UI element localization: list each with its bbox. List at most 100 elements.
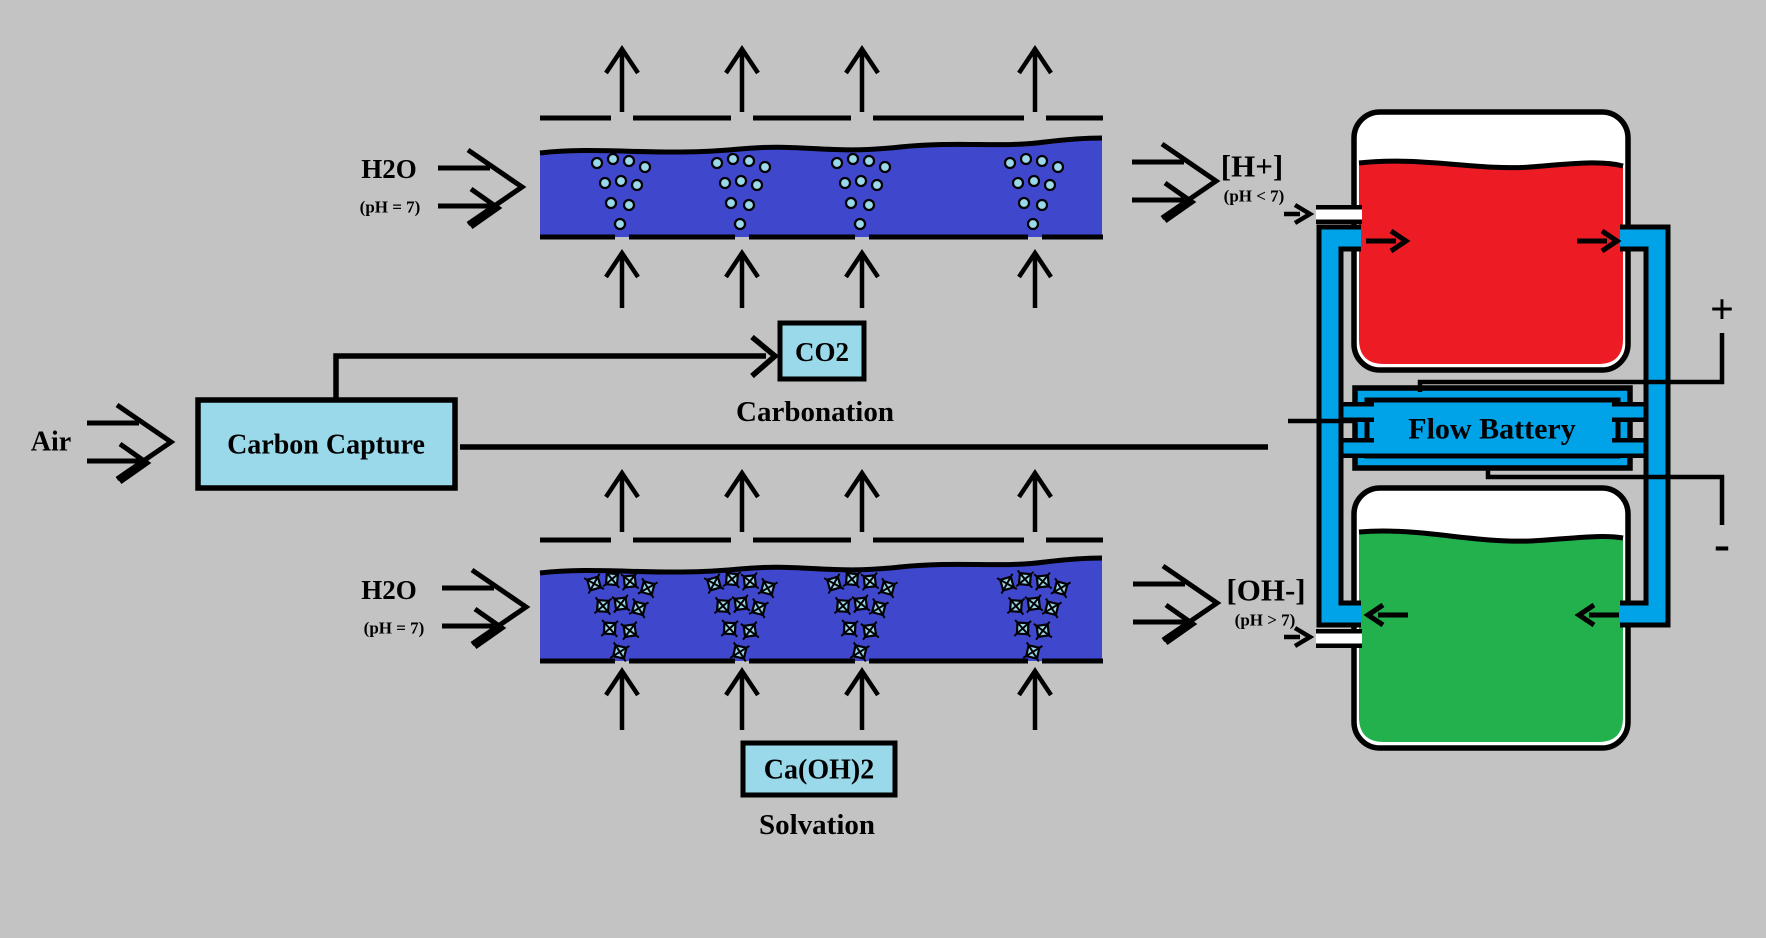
co2-bubble-icon — [710, 156, 724, 170]
h2o-bottom-ph-label: (pH = 7) — [364, 619, 425, 638]
co2-bubble-icon — [1003, 156, 1017, 170]
h-plus-arrow-icon — [1132, 141, 1221, 224]
tank-pipe-opening-edge — [1345, 246, 1361, 252]
co2-connector-line — [333, 353, 766, 400]
caoh2-box — [740, 740, 898, 798]
flow-right-arrow-icon — [1577, 228, 1622, 254]
tank-pipe-openings — [1345, 224, 1632, 628]
caoh2-particle-icon — [628, 598, 650, 619]
acid-liquid-surface-line — [1358, 158, 1624, 171]
caoh2-particle-icon — [637, 577, 659, 599]
battery-port-edge — [1612, 417, 1650, 422]
co2-bubble-icon — [844, 196, 858, 210]
co2-bubble-icon — [604, 196, 618, 210]
caoh2-particle-icon — [620, 571, 640, 591]
caoh2-label: Ca(OH)2 — [764, 755, 874, 786]
co2-bubble-icon — [718, 176, 732, 190]
up-arrow-icon — [724, 44, 760, 112]
up-arrow-icon — [604, 44, 640, 112]
up-arrow-icon — [844, 44, 880, 112]
h2o-bottom-label: H2O — [361, 575, 417, 605]
battery-port — [1612, 406, 1650, 418]
up-arrow-icon — [1017, 248, 1053, 308]
co2-bubble-icon — [726, 152, 740, 166]
caoh2-particle-icon — [996, 573, 1018, 594]
co2-bubble-icon — [846, 152, 860, 166]
caoh2-particle-icon — [729, 641, 750, 663]
co2-bubble-icon — [1051, 160, 1065, 174]
co2-bubble-icon — [1043, 178, 1057, 192]
battery-port — [1336, 442, 1374, 454]
up-arrow-icon — [724, 248, 760, 308]
tank-pipe-opening-edge — [1345, 622, 1361, 628]
battery-port-edge — [1612, 453, 1650, 458]
pipe-flow-arrows — [1284, 203, 1315, 648]
inlet-arrow-icon — [1284, 203, 1315, 225]
tank-pipe-opening-edge — [1620, 246, 1632, 252]
positive-terminal-label: + — [1710, 287, 1734, 333]
caoh2-particle-icon — [840, 619, 859, 638]
inlet-pipe-edge — [1316, 643, 1362, 648]
carbon-capture-label: Carbon Capture — [227, 430, 425, 461]
caoh2-particle-icon — [740, 621, 760, 641]
caoh2-particle-icon — [583, 573, 605, 594]
up-arrow-icon — [604, 248, 640, 308]
caoh2-particle-icon — [703, 573, 725, 594]
battery-port-edge — [1336, 402, 1374, 407]
co2-bubble-icon — [1017, 196, 1031, 210]
h-plus-label: [H+] — [1221, 149, 1283, 184]
base-inlet-pipe — [1316, 633, 1362, 644]
flow-battery-inner-border — [1364, 397, 1621, 459]
tank-pipe-opening — [1620, 229, 1632, 247]
caoh2-particle-icon — [722, 569, 742, 589]
caoh2-particle-icon — [600, 619, 619, 638]
caoh2-particle-icon — [593, 596, 613, 616]
co2-bubble-icon — [862, 198, 876, 212]
oh-minus-ph-label: (pH > 7) — [1235, 611, 1296, 630]
caoh2-particle-icon — [1022, 641, 1043, 663]
battery-port — [1612, 442, 1650, 454]
co2-bubble-icon — [853, 217, 867, 231]
co2-bubble-icon — [613, 217, 627, 231]
catholyte-tank — [1351, 109, 1631, 373]
acid-inlet-pipe — [1316, 209, 1362, 220]
co2-bubble-icon — [742, 154, 756, 168]
base-liquid-surface-line — [1358, 528, 1624, 544]
h2o-top-label: H2O — [361, 154, 417, 184]
caoh2-particle-icon — [1033, 621, 1053, 641]
caoh2-particle-icon — [877, 577, 899, 599]
battery-port-edge — [1612, 402, 1650, 407]
tank-pipe-opening-edge — [1620, 600, 1632, 606]
flow-left-arrow-icon — [1574, 602, 1619, 628]
caoh2-particle-icon — [1015, 569, 1035, 589]
up-arrow-icon — [844, 468, 880, 532]
co2-bubble-icon — [1035, 154, 1049, 168]
co2-bubble-icon — [862, 154, 876, 168]
h-plus-ph-label: (pH < 7) — [1224, 187, 1285, 206]
inlet-pipe-edge — [1316, 219, 1362, 224]
caoh2-particle-icon — [620, 621, 640, 641]
tank-pipe-opening — [1345, 605, 1361, 623]
solvation-channel — [539, 537, 1103, 664]
up-arrow-icon — [1017, 468, 1053, 532]
oh-minus-label: [OH-] — [1226, 573, 1305, 608]
right-pipe — [1620, 229, 1666, 623]
tank-pipe-opening-edge — [1620, 224, 1632, 230]
co2-bubble-icon — [758, 160, 772, 174]
caoh2-particle-icon — [731, 594, 751, 614]
channel-water — [540, 138, 1102, 237]
co2-bubble-icon — [638, 160, 652, 174]
co2-bubble-icon — [870, 178, 884, 192]
water-surface-line — [539, 555, 1103, 576]
caoh2-particle-icon — [823, 573, 845, 594]
co2-connector-arrowhead-icon — [750, 334, 780, 379]
carbonation-label: Carbonation — [736, 396, 894, 428]
caoh2-particle-icon — [851, 594, 871, 614]
co2-bubble-icon — [1026, 217, 1040, 231]
flow-battery-label: Flow Battery — [1408, 413, 1575, 446]
inlet-pipes — [1316, 205, 1362, 648]
caoh2-particle-icon — [609, 641, 630, 663]
caoh2-particle-icon — [1033, 571, 1053, 591]
caoh2-particle-icon — [1050, 577, 1072, 599]
